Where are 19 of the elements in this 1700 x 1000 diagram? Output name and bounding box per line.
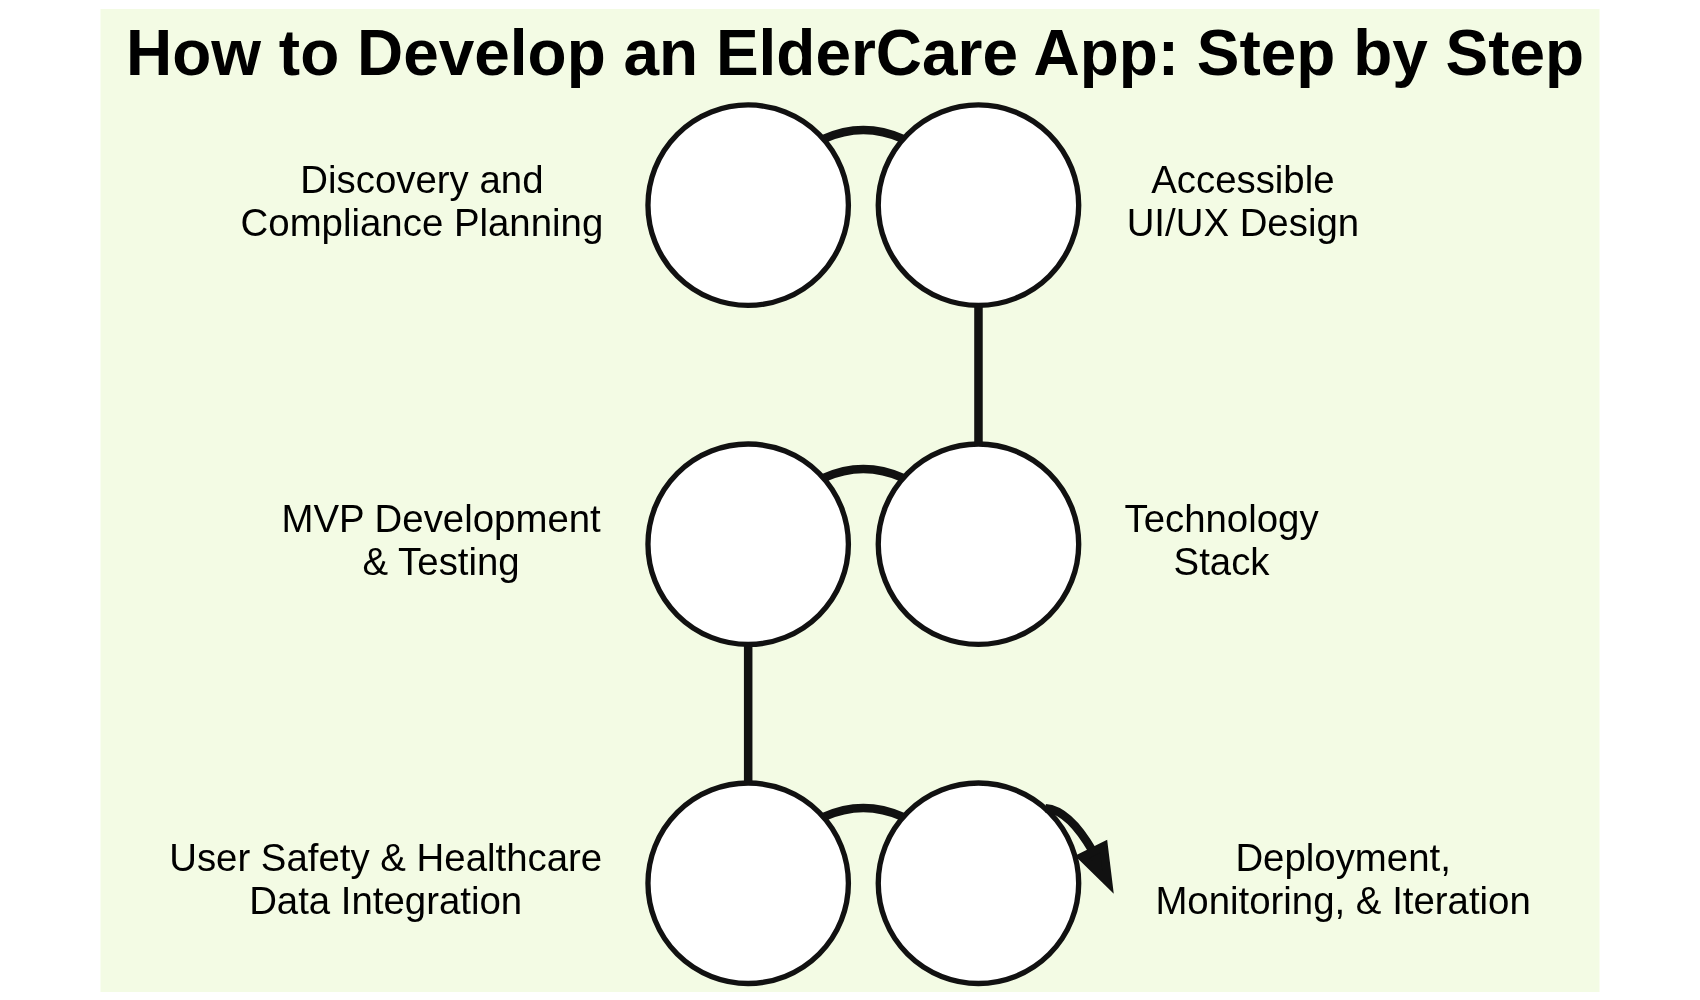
node-label: MVP Development & Testing: [281, 496, 601, 583]
node-label: User Safety & Healthcare Data Integration: [169, 835, 603, 922]
connector: [822, 125, 905, 143]
node-label: Deployment, Monitoring, & Iteration: [1155, 835, 1531, 922]
node-label: Technology Stack: [1124, 496, 1319, 583]
node-circle: [875, 440, 1082, 647]
arrow: [1044, 803, 1114, 894]
diagram-title: How to Develop an ElderCare App: Step by Step: [126, 16, 1585, 89]
connector: [822, 464, 905, 482]
connector: [822, 803, 905, 821]
node-circle: [875, 101, 1082, 308]
connector: [974, 305, 983, 444]
connector: [743, 644, 753, 783]
node-label: Accessible UI/UX Design: [1126, 157, 1360, 244]
node-label: Discovery and Compliance Planning: [240, 157, 604, 244]
node-circle: [645, 101, 852, 308]
node-circle: [645, 440, 852, 647]
node-circle: [645, 779, 852, 986]
node-circle: [875, 779, 1082, 986]
